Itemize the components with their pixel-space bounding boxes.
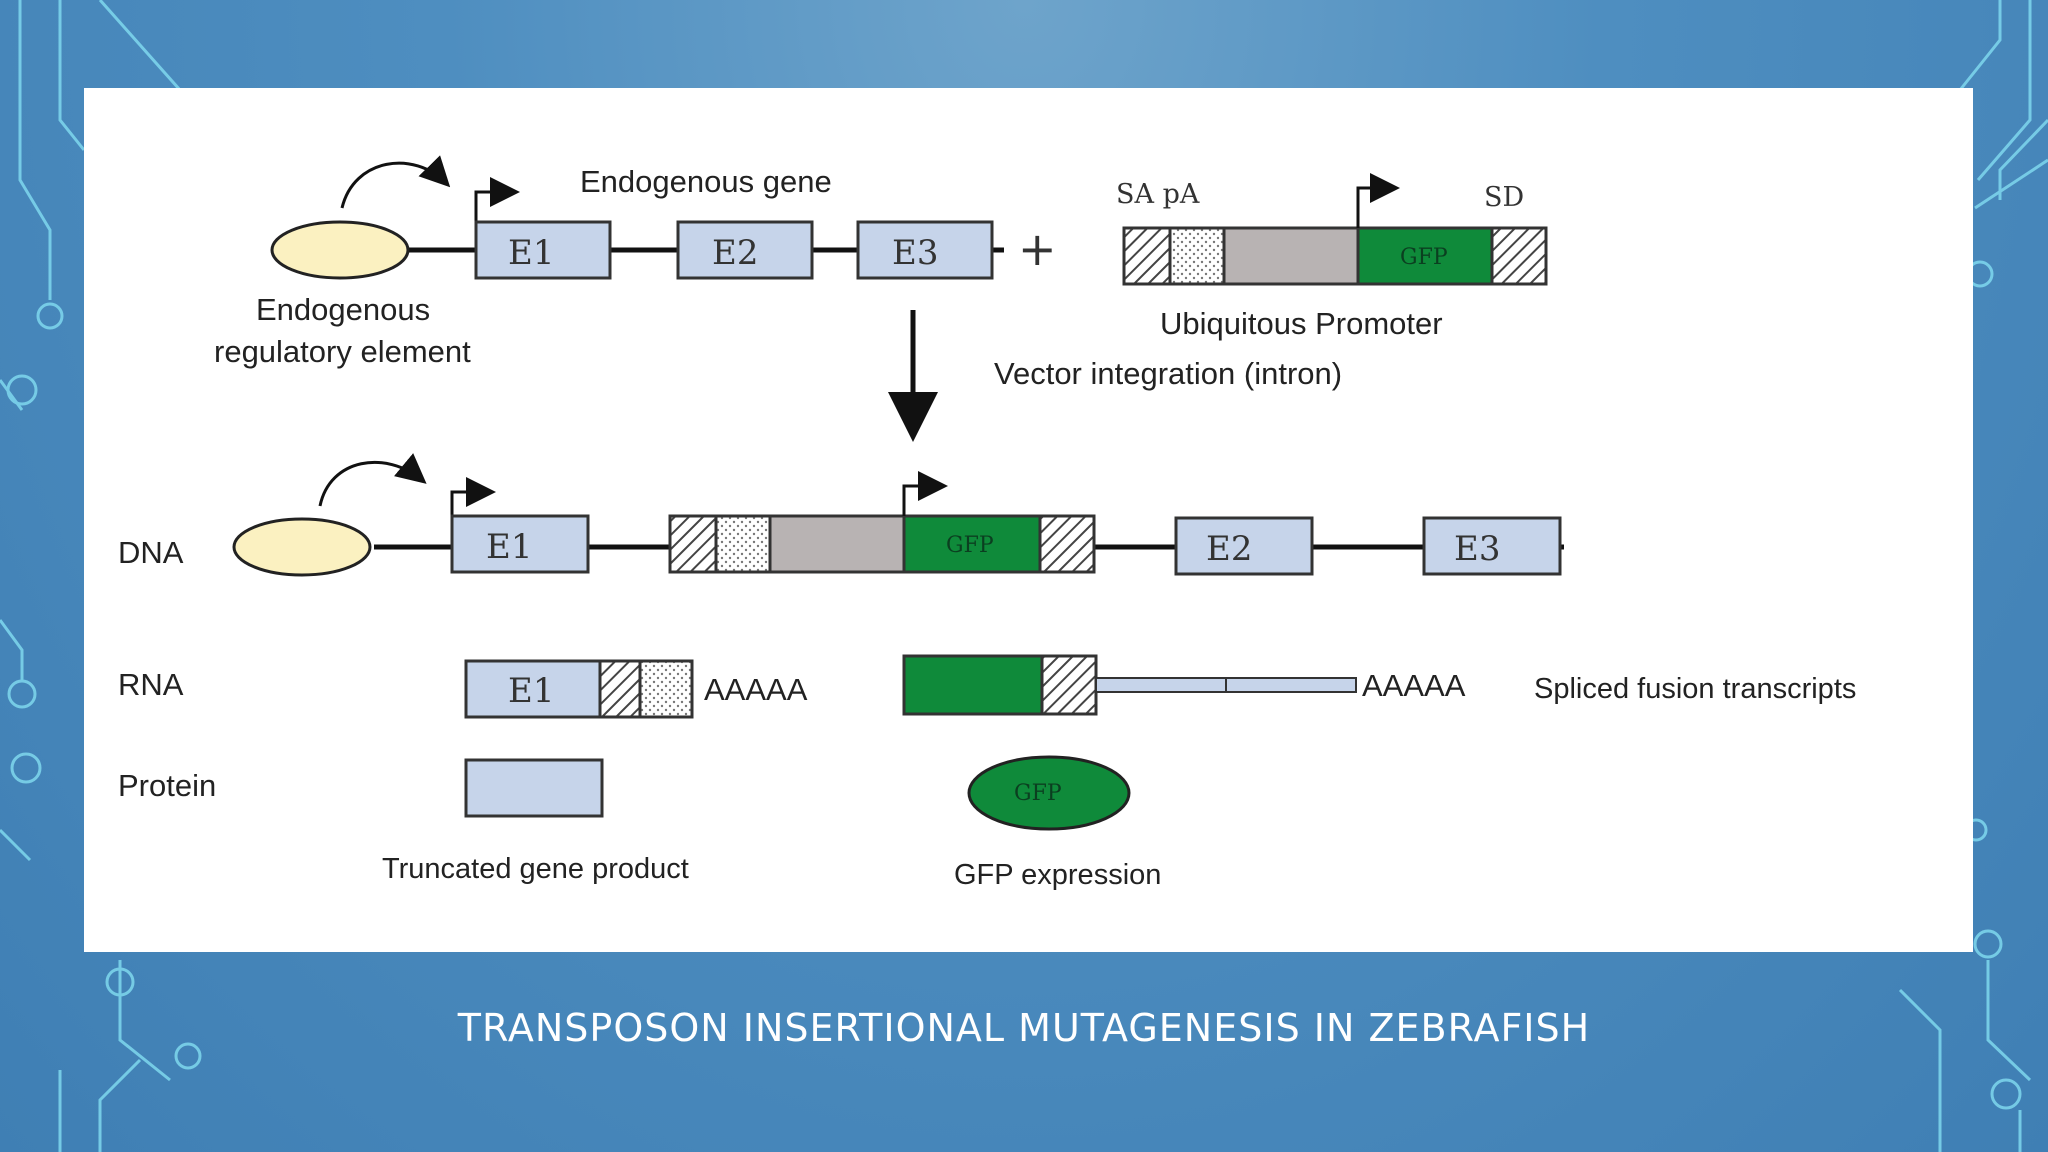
truncated-protein-block xyxy=(464,758,604,818)
rna-pa-block xyxy=(638,659,694,719)
protein-row-label: Protein xyxy=(118,768,216,803)
promoter-block xyxy=(1222,226,1360,286)
sd-label: SD xyxy=(1484,182,1524,213)
ubiquitous-promoter-label: Ubiquitous Promoter xyxy=(1160,306,1443,341)
dna-promoter-arrow xyxy=(902,471,948,516)
vector-integration-label: Vector integration (intron) xyxy=(994,356,1342,391)
splice-donor-block xyxy=(1490,226,1548,286)
gfp-block-label: GFP xyxy=(1400,245,1448,270)
rna-row: RNA E1 AAAAA AAAAA Spliced fusion transc… xyxy=(118,654,1856,719)
exon-e2 xyxy=(676,220,814,280)
regulatory-element-oval xyxy=(270,220,410,280)
transcription-start-arrow xyxy=(474,177,520,224)
dna-exon-e3 xyxy=(1422,516,1562,576)
dna-row-label: DNA xyxy=(118,535,184,570)
diagram-panel: E1 E2 E3 + Endogenous gene Endogenous re… xyxy=(84,88,1973,952)
rna-polya-left: AAAAA xyxy=(704,672,808,707)
rna-exon-e1-label: E1 xyxy=(508,671,554,711)
spliced-fusion-label: Spliced fusion transcripts xyxy=(1534,673,1856,705)
exon-e2-label: E2 xyxy=(712,233,758,273)
rna-sd-block xyxy=(1040,654,1098,716)
rna-tail-e2 xyxy=(1095,677,1227,693)
exon-e1 xyxy=(474,220,612,280)
endogenous-gene-construct: E1 E2 E3 + Endogenous gene Endogenous re… xyxy=(214,155,1057,369)
gene-trap-diagram: E1 E2 E3 + Endogenous gene Endogenous re… xyxy=(118,155,1856,891)
dna-exon-e2-label: E2 xyxy=(1206,529,1252,569)
polya-block xyxy=(1168,226,1226,286)
protein-row: Protein Truncated gene product GFP GFP e… xyxy=(118,755,1161,891)
dna-curved-arrow xyxy=(318,453,427,507)
plus-sign: + xyxy=(1018,222,1057,276)
dna-exon-e1-label: E1 xyxy=(486,527,532,567)
truncated-gene-product-label: Truncated gene product xyxy=(382,853,689,885)
regulatory-label-line1: Endogenous xyxy=(256,292,430,327)
endogenous-gene-label: Endogenous gene xyxy=(580,164,832,199)
dna-promoter-block xyxy=(768,514,906,574)
promoter-start-arrow xyxy=(1356,173,1400,228)
dna-exon-e3-label: E3 xyxy=(1454,529,1500,569)
rna-exon-e1 xyxy=(464,659,602,719)
rna-polya-right: AAAAA xyxy=(1362,668,1466,703)
gfp-expression-label: GFP expression xyxy=(954,859,1161,891)
exon-e3-label: E3 xyxy=(892,233,938,273)
rna-row-label: RNA xyxy=(118,667,184,702)
dna-gfp-label: GFP xyxy=(946,533,994,558)
rna-sa-block xyxy=(598,659,642,719)
gfp-protein-oval xyxy=(967,755,1131,831)
splice-acceptor-block xyxy=(1122,226,1172,286)
sa-pa-label: SA pA xyxy=(1116,179,1200,210)
rna-gfp-block xyxy=(902,654,1044,716)
exon-e3 xyxy=(856,220,994,280)
exon-e1-label: E1 xyxy=(508,233,554,273)
slide-title: TRANSPOSON INSERTIONAL MUTAGENESIS IN ZE… xyxy=(457,1006,1591,1050)
dna-pa-block xyxy=(714,514,772,574)
dna-sd-block xyxy=(1038,514,1096,574)
gene-trap-vector: GFP SA pA SD Ubiquitous Promoter xyxy=(1116,173,1548,341)
dna-row: DNA E1 GFP E2 E3 xyxy=(118,453,1564,577)
dna-exon-e2 xyxy=(1174,516,1314,576)
dna-regulatory-oval xyxy=(232,517,372,577)
regulatory-curved-arrow xyxy=(340,155,451,209)
gfp-protein-label: GFP xyxy=(1014,781,1062,806)
rna-tail-e3 xyxy=(1225,677,1357,693)
dna-exon-e1 xyxy=(450,514,590,574)
dna-start-arrow xyxy=(450,477,496,518)
dna-sa-block xyxy=(668,514,718,574)
regulatory-label-line2: regulatory element xyxy=(214,334,471,369)
